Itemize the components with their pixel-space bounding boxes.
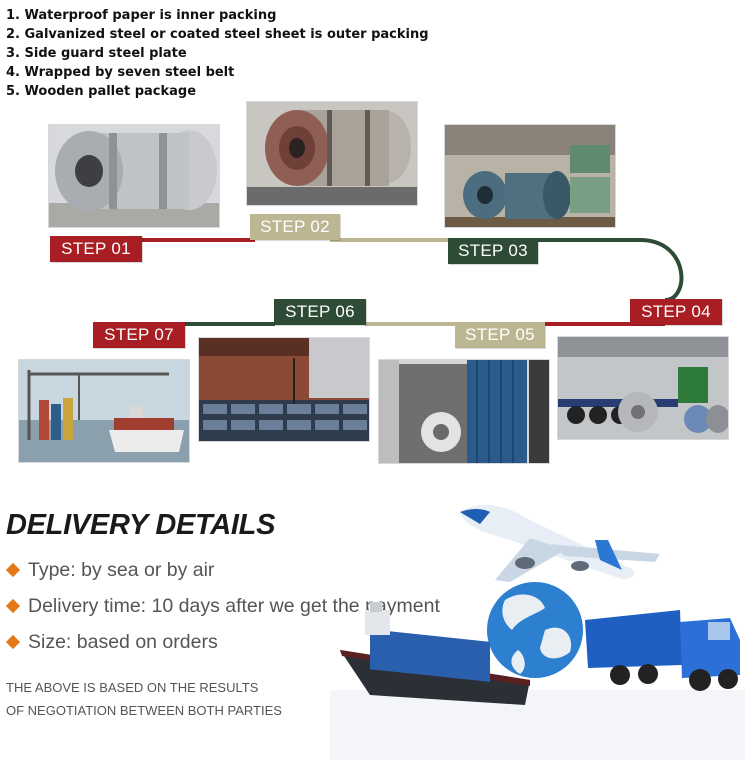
photo-coils-on-truck	[557, 336, 729, 440]
step-02-label: STEP 02	[250, 214, 340, 240]
packing-step-item: 1. Waterproof paper is inner packing	[6, 8, 277, 23]
step-07-label: STEP 07	[93, 322, 185, 348]
step-05-label: STEP 05	[455, 322, 545, 348]
photo-sheets-in-hold	[198, 337, 370, 442]
photo-coil-outer-packing	[246, 101, 418, 206]
delivery-size-item: Size: based on orders	[4, 629, 218, 655]
packing-step-item: 5. Wooden pallet package	[6, 84, 197, 99]
delivery-time-item: Delivery time: 10 days after we get the …	[4, 593, 440, 619]
step-06-label: STEP 06	[274, 299, 366, 325]
photo-container-loading	[378, 359, 550, 464]
photo-steel-coils-wrapped	[48, 124, 220, 228]
packing-steps-list: 1. Waterproof paper is inner packing 2. …	[6, 6, 429, 101]
truck-icon	[585, 610, 740, 691]
delivery-item-text: Size: based on orders	[28, 630, 218, 653]
negotiation-note: THE ABOVE IS BASED ON THE RESULTS OF NEG…	[6, 676, 282, 722]
globe-icon	[487, 582, 583, 678]
packing-step-item: 4. Wrapped by seven steel belt	[6, 65, 235, 80]
diamond-bullet-icon	[5, 634, 21, 650]
diamond-bullet-icon	[5, 598, 21, 614]
step-04-label: STEP 04	[630, 299, 722, 325]
step-03-label: STEP 03	[448, 238, 538, 264]
delivery-type-item: Type: by sea or by air	[4, 557, 214, 583]
photo-container-port	[18, 359, 190, 463]
transport-illustration	[330, 505, 745, 760]
photo-coils-warehouse	[444, 124, 616, 228]
packing-step-item: 2. Galvanized steel or coated steel shee…	[6, 27, 429, 42]
packing-step-item: 3. Side guard steel plate	[6, 46, 187, 61]
delivery-item-text: Delivery time: 10 days after we get the …	[28, 594, 440, 617]
cargo-ship-icon	[340, 602, 530, 705]
note-line: OF NEGOTIATION BETWEEN BOTH PARTIES	[6, 703, 282, 718]
delivery-details-title: DELIVERY DETAILS	[6, 509, 276, 541]
delivery-item-text: Type: by sea or by air	[28, 558, 215, 581]
step-01-label: STEP 01	[50, 236, 142, 262]
airplane-icon	[460, 505, 660, 582]
note-line: THE ABOVE IS BASED ON THE RESULTS	[6, 680, 259, 695]
diamond-bullet-icon	[5, 562, 21, 578]
